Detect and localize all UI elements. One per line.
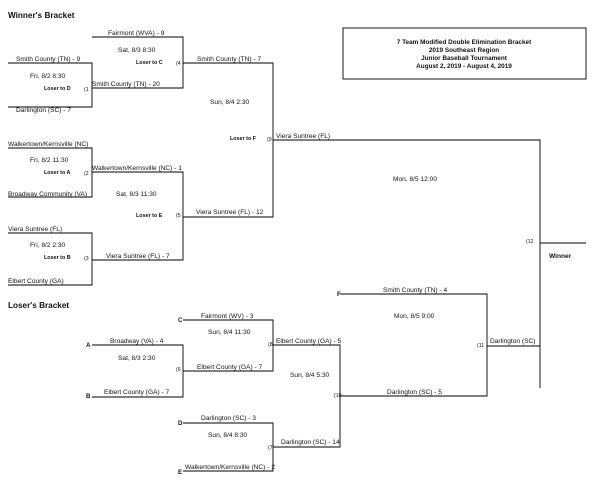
game10-number: (10 (334, 393, 342, 399)
game1-lines (8, 62, 93, 108)
game1-loser-label: Loser to D (44, 86, 71, 92)
game8-top-team: Fairmont (WV) - 3 (201, 313, 254, 320)
game9-lines (183, 62, 274, 218)
game7-bottom-team: Walkertown/Kernsville (NC) - 2 (185, 464, 275, 471)
game6-top-team: Broadway (VA) - 4 (110, 338, 164, 345)
game9-winner-line (273, 139, 541, 388)
game11-winner-team: Darlington (SC) (490, 338, 535, 345)
title-line-3: Junior Baseball Tournament (421, 55, 508, 62)
game7-seed-bottom: E (178, 469, 182, 476)
game9-bottom-team: Viera Suntree (FL) - 12 (196, 209, 264, 216)
game10-bottom-team: Darlington (SC) - 14 (281, 439, 340, 446)
game5-number: (5 (176, 213, 181, 219)
game6-seed-top: A (86, 342, 91, 349)
game1-bottom-team: Darlington (SC) - 7 (16, 107, 71, 114)
title-line-1: 7 Team Modified Double Elimination Brack… (397, 39, 532, 46)
game9-top-team: Smith County (TN) - 7 (197, 56, 261, 63)
game2-number: (2 (84, 171, 89, 177)
game3-number: (3 (84, 256, 89, 262)
game9-loser-label: Loser to F (230, 136, 257, 142)
game10-schedule: Sun, 8/4 5:30 (290, 372, 330, 379)
game2-loser-label: Loser to A (44, 170, 71, 176)
game6-number: (6 (176, 367, 181, 373)
game4-number: (4 (176, 61, 181, 67)
game2-bottom-team: Broadway Community (VA) (8, 191, 87, 198)
game11-top-team: Smith County (TN) - 4 (383, 287, 447, 294)
game1-number: (1 (84, 87, 89, 93)
game10-lines (273, 344, 341, 448)
game5-lines (92, 171, 184, 261)
game3-schedule: Fri, 8/2 2:30 (30, 242, 66, 249)
game6-bottom-team: Elbert County (GA) - 7 (104, 389, 170, 396)
game8-schedule: Sun, 8/4 11:30 (208, 329, 251, 336)
game1-schedule: Fri, 8/2 8:30 (30, 73, 66, 80)
game8-number: (8 (268, 342, 273, 348)
title-box (342, 27, 587, 80)
game3-top-team: Viera Suntree (FL) (8, 226, 62, 233)
winners-bracket-heading: Winner's Bracket (8, 11, 75, 20)
game3-loser-label: Loser to B (44, 255, 71, 261)
title-line-2: 2019 Southeast Region (429, 47, 499, 54)
game7-schedule: Sun, 8/4 8:30 (208, 432, 248, 439)
game8-seed-top: C (178, 317, 183, 324)
game7-top-team: Darlington (SC) - 3 (201, 415, 256, 422)
game5-loser-label: Loser to E (136, 213, 163, 219)
game1-top-team: Smith County (TN) - 9 (16, 56, 80, 63)
game3-bottom-team: Elbert County (GA) (8, 278, 64, 285)
game11-bottom-team: Darlington (SC) - 5 (387, 389, 442, 396)
game4-top-team: Fairmont (WVA) - 9 (108, 30, 165, 37)
game11-lines (340, 293, 488, 397)
game11-number: (11 (477, 343, 484, 349)
game2-lines (8, 147, 93, 198)
game2-top-team: Walkertown/Kernsville (NC) (8, 141, 88, 148)
game11-seed-top: F (337, 291, 341, 298)
game11-schedule: Mon, 8/5 9:00 (394, 313, 435, 320)
game8-lines (183, 319, 274, 372)
game9-number: (9 (267, 137, 272, 143)
game7-number: (7 (268, 445, 273, 451)
game9-winner-team: Viera Suntree (FL) (276, 133, 330, 140)
game4-lines (92, 36, 184, 89)
game4-loser-label: Loser to C (136, 60, 163, 66)
game4-bottom-team: Smith County (TN) - 20 (92, 81, 160, 88)
game7-seed-top: D (178, 420, 183, 427)
game6-seed-bottom: B (86, 393, 91, 400)
game5-bottom-team: Viera Suntree (FL) - 7 (106, 253, 170, 260)
game10-top-team: Elbert County (GA) - 5 (276, 338, 342, 345)
game6-schedule: Sat, 8/3 2:30 (118, 355, 156, 362)
game5-schedule: Sat, 8/3 11:30 (116, 191, 157, 198)
game5-top-team: Walkertown/Kernsville (NC) - 1 (92, 165, 182, 172)
game4-schedule: Sat, 8/3 8:30 (118, 47, 156, 54)
winner-label: Winner (549, 253, 572, 260)
game8-bottom-team: Elbert County (GA) - 7 (197, 364, 263, 371)
game12-schedule: Mon, 8/5 12:00 (393, 176, 437, 183)
game3-lines (8, 232, 93, 286)
game12-number: (12 (526, 239, 534, 245)
losers-bracket-heading: Loser's Bracket (8, 301, 69, 310)
game9-schedule: Sun, 8/4 2:30 (210, 99, 250, 106)
game2-schedule: Fri, 8/2 11:30 (30, 157, 69, 164)
title-line-4: August 2, 2019 - August 4, 2019 (416, 63, 512, 70)
